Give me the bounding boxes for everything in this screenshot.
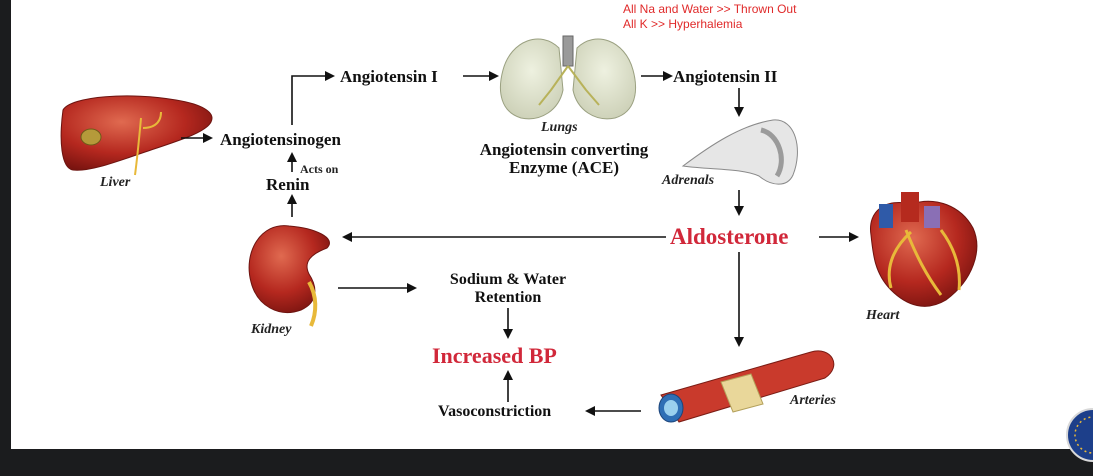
bottom-border — [0, 449, 1093, 476]
heart-illustration — [870, 192, 978, 307]
kidney-illustration — [248, 225, 330, 327]
arteries-label: Arteries — [790, 393, 836, 408]
artery-illustration — [658, 350, 835, 423]
left-border — [0, 0, 11, 449]
kidney-label: Kidney — [251, 322, 292, 337]
note-potassium: All K >> Hyperhalemia — [623, 17, 743, 31]
increased-bp-label: Increased BP — [432, 343, 557, 368]
adrenals-label: Adrenals — [662, 173, 715, 188]
note-sodium-water: All Na and Water >> Thrown Out — [623, 2, 797, 16]
angiotensin-1-label: Angiotensin I — [340, 67, 438, 86]
sodium-water-line1: Sodium & Water — [449, 271, 567, 288]
diagram-slide: All Na and Water >> Thrown Out All K >> … — [11, 0, 1093, 449]
lungs-label: Lungs — [541, 120, 578, 135]
ace-label: Angiotensin converting Enzyme (ACE) — [459, 141, 669, 177]
ace-label-line1: Angiotensin converting — [479, 140, 649, 159]
adrenal-illustration — [681, 119, 798, 185]
heart-label: Heart — [866, 308, 900, 323]
arrow-to-angiotensin-1 — [291, 71, 335, 125]
diagram-graphics — [60, 35, 978, 423]
liver-illustration — [60, 95, 213, 176]
angiotensin-2-label: Angiotensin II — [673, 67, 778, 86]
sodium-water-label: Sodium & Water Retention — [423, 271, 593, 307]
lungs-illustration — [500, 35, 636, 120]
sodium-water-line2: Retention — [474, 289, 542, 306]
ace-label-line2: Enzyme (ACE) — [508, 158, 619, 177]
liver-label: Liver — [100, 175, 131, 190]
flow-arrows — [181, 71, 859, 416]
acts-on-label: Acts on — [300, 162, 339, 176]
renin-label: Renin — [266, 175, 310, 194]
aldosterone-label: Aldosterone — [670, 224, 789, 249]
angiotensinogen-label: Angiotensinogen — [220, 130, 341, 149]
vasoconstriction-label: Vasoconstriction — [438, 403, 552, 420]
